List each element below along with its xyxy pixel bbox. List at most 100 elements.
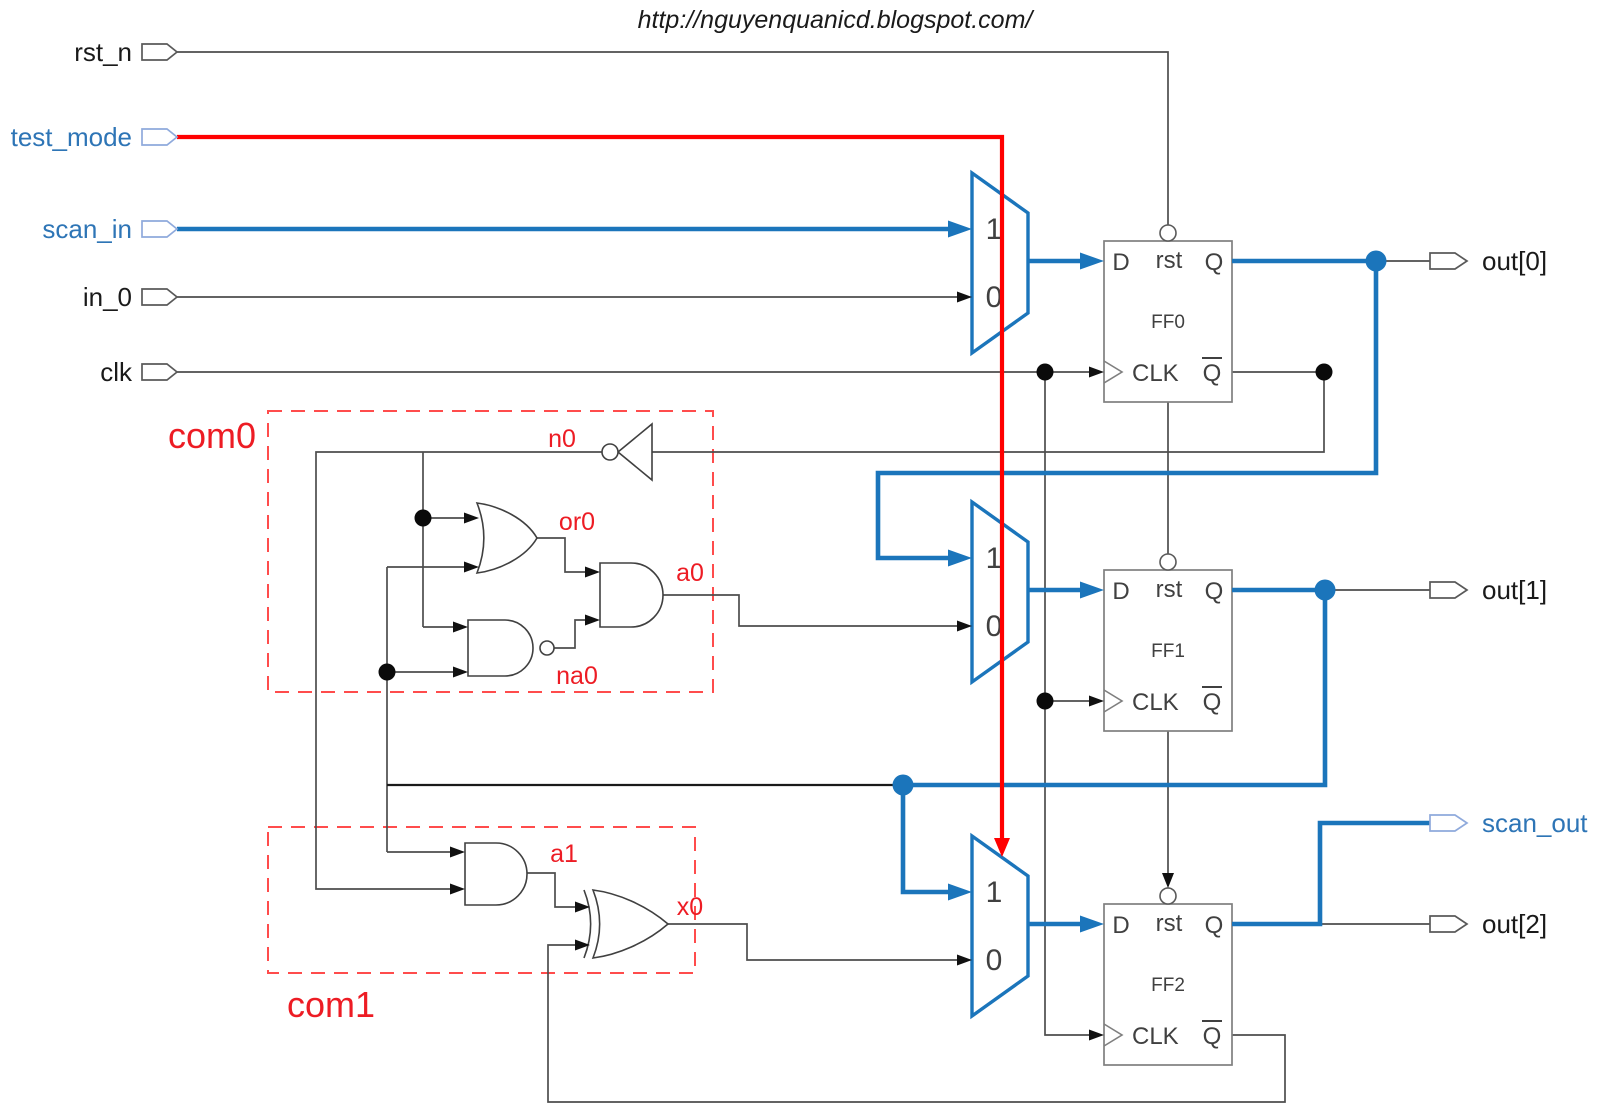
a0-gate: a0 [599, 559, 704, 628]
blue-arrowhead-icon [1080, 252, 1104, 270]
out1-junction-dot [1314, 579, 1336, 601]
clk-wire [177, 371, 1090, 1036]
mux1-in0-label: 0 [986, 610, 1003, 643]
mux2-in1-label: 1 [986, 876, 1003, 909]
arrowhead-icon [450, 883, 465, 895]
xor-rear-arc-icon [583, 889, 592, 959]
rst-bubble-icon [1159, 553, 1177, 571]
clk-junction-dot [1036, 363, 1054, 381]
mux0-in0-label: 0 [986, 281, 1003, 314]
test-mode-port-icon [141, 128, 179, 146]
x0-label: x0 [677, 893, 703, 921]
arrowhead-icon [1089, 695, 1104, 707]
test-mode-label: test_mode [11, 122, 132, 152]
arrowhead-icon [585, 614, 600, 626]
ff0-clk-pin: CLK [1132, 360, 1179, 387]
in0-port-icon [141, 288, 179, 306]
ff1-d-pin: D [1112, 578, 1129, 605]
ff2-body [1103, 903, 1233, 1066]
out1-label: out[1] [1482, 575, 1547, 605]
rst-n-wire [177, 51, 1169, 873]
not-gate-icon [616, 422, 653, 482]
ff1-body [1103, 569, 1233, 732]
blue-arrowhead-icon [1080, 915, 1104, 933]
qn0-junction-dot [1315, 363, 1333, 381]
blue-arrowhead-icon [948, 549, 972, 567]
arrowhead-icon [575, 939, 590, 951]
ff2: D rst Q FF2 CLK Q [1103, 887, 1233, 1066]
out1-junction-dot [378, 663, 396, 681]
x0-gate: x0 [583, 889, 703, 959]
a0-label: a0 [676, 559, 704, 587]
arrowhead-icon [1089, 366, 1104, 378]
arrowhead-icon [957, 620, 972, 632]
arrowhead-icon [575, 901, 590, 913]
xor-gate-icon [591, 889, 670, 959]
ff1-rst-pin: rst [1156, 576, 1183, 603]
in0-label: in_0 [83, 282, 132, 312]
ff1-q-pin: Q [1205, 578, 1224, 605]
ff2-rst-pin: rst [1156, 910, 1183, 937]
out1-port-icon [1429, 581, 1469, 599]
n0-junction-dot [414, 509, 432, 527]
ff0-q-pin: Q [1205, 249, 1224, 276]
rst-arrowhead-icon [1162, 873, 1174, 888]
blue-arrowhead-icon [1080, 581, 1104, 599]
test-mode-wire [177, 134, 1005, 840]
na0-gate: na0 [467, 619, 598, 690]
clk-port-icon [141, 363, 179, 381]
com0-boundary [267, 410, 714, 693]
arrowhead-icon [464, 512, 479, 524]
ff1-clk-pin: CLK [1132, 689, 1179, 716]
com1-block: com1 [267, 826, 696, 1025]
scan-in-label: scan_in [42, 214, 132, 244]
arrowhead-icon [957, 291, 972, 303]
ff2-qn-to-x0-wire [547, 944, 1286, 1103]
out0-label: out[0] [1482, 246, 1547, 276]
n0-branch-wire [422, 452, 464, 628]
arrowhead-icon [957, 954, 972, 966]
input-ports: rst_n test_mode scan_in in_0 clk [11, 37, 179, 387]
com0-label: com0 [168, 415, 256, 456]
clk-junction-dot [1036, 692, 1054, 710]
blue-arrowhead-icon [948, 883, 972, 901]
ff1: D rst Q FF1 CLK Q [1103, 553, 1233, 732]
a1-gate: a1 [464, 840, 578, 906]
output-ports: out[0] out[1] scan_out out[2] [1429, 246, 1588, 939]
na0-to-a0-wire [554, 619, 585, 649]
out1-fanout-wire [386, 566, 464, 853]
or0-gate: or0 [475, 502, 595, 574]
mux2-in0-label: 0 [986, 944, 1003, 977]
com1-boundary [267, 826, 696, 974]
arrowhead-icon [450, 846, 465, 858]
ff2-q-pin: Q [1205, 912, 1224, 939]
ff2-name: FF2 [1151, 975, 1185, 996]
scan-chain-junction-dot [892, 774, 914, 796]
mux0-in1-label: 1 [986, 213, 1003, 246]
or0-to-a0-wire [537, 537, 585, 573]
out0-port-icon [1429, 252, 1469, 270]
and-gate-icon [599, 562, 664, 628]
ff0-d-pin: D [1112, 249, 1129, 276]
a1-to-x0-wire [527, 872, 575, 908]
arrowhead-icon [453, 666, 468, 678]
test-mode-arrow-icon [994, 838, 1010, 857]
page-title: http://nguyenquanicd.blogspot.com/ [638, 6, 1036, 34]
not-bubble-icon [601, 443, 619, 461]
rst-n-label: rst_n [74, 37, 132, 67]
arrowhead-icon [464, 561, 479, 573]
nand-gate-icon [467, 619, 534, 677]
scan-out-port-icon [1429, 814, 1469, 832]
na0-label: na0 [556, 662, 598, 690]
n0-inverter: n0 [548, 422, 653, 482]
out0-junction-dot [1365, 250, 1387, 272]
ff1-name: FF1 [1151, 641, 1185, 662]
arrowhead-icon [585, 566, 600, 578]
clk-edge-icon [1103, 1023, 1124, 1047]
blue-arrowhead-icon [948, 220, 972, 238]
ff0-rst-pin: rst [1156, 247, 1183, 274]
ff0: D rst Q FF0 CLK Q [1103, 224, 1233, 403]
scan-out-label: scan_out [1482, 808, 1588, 838]
